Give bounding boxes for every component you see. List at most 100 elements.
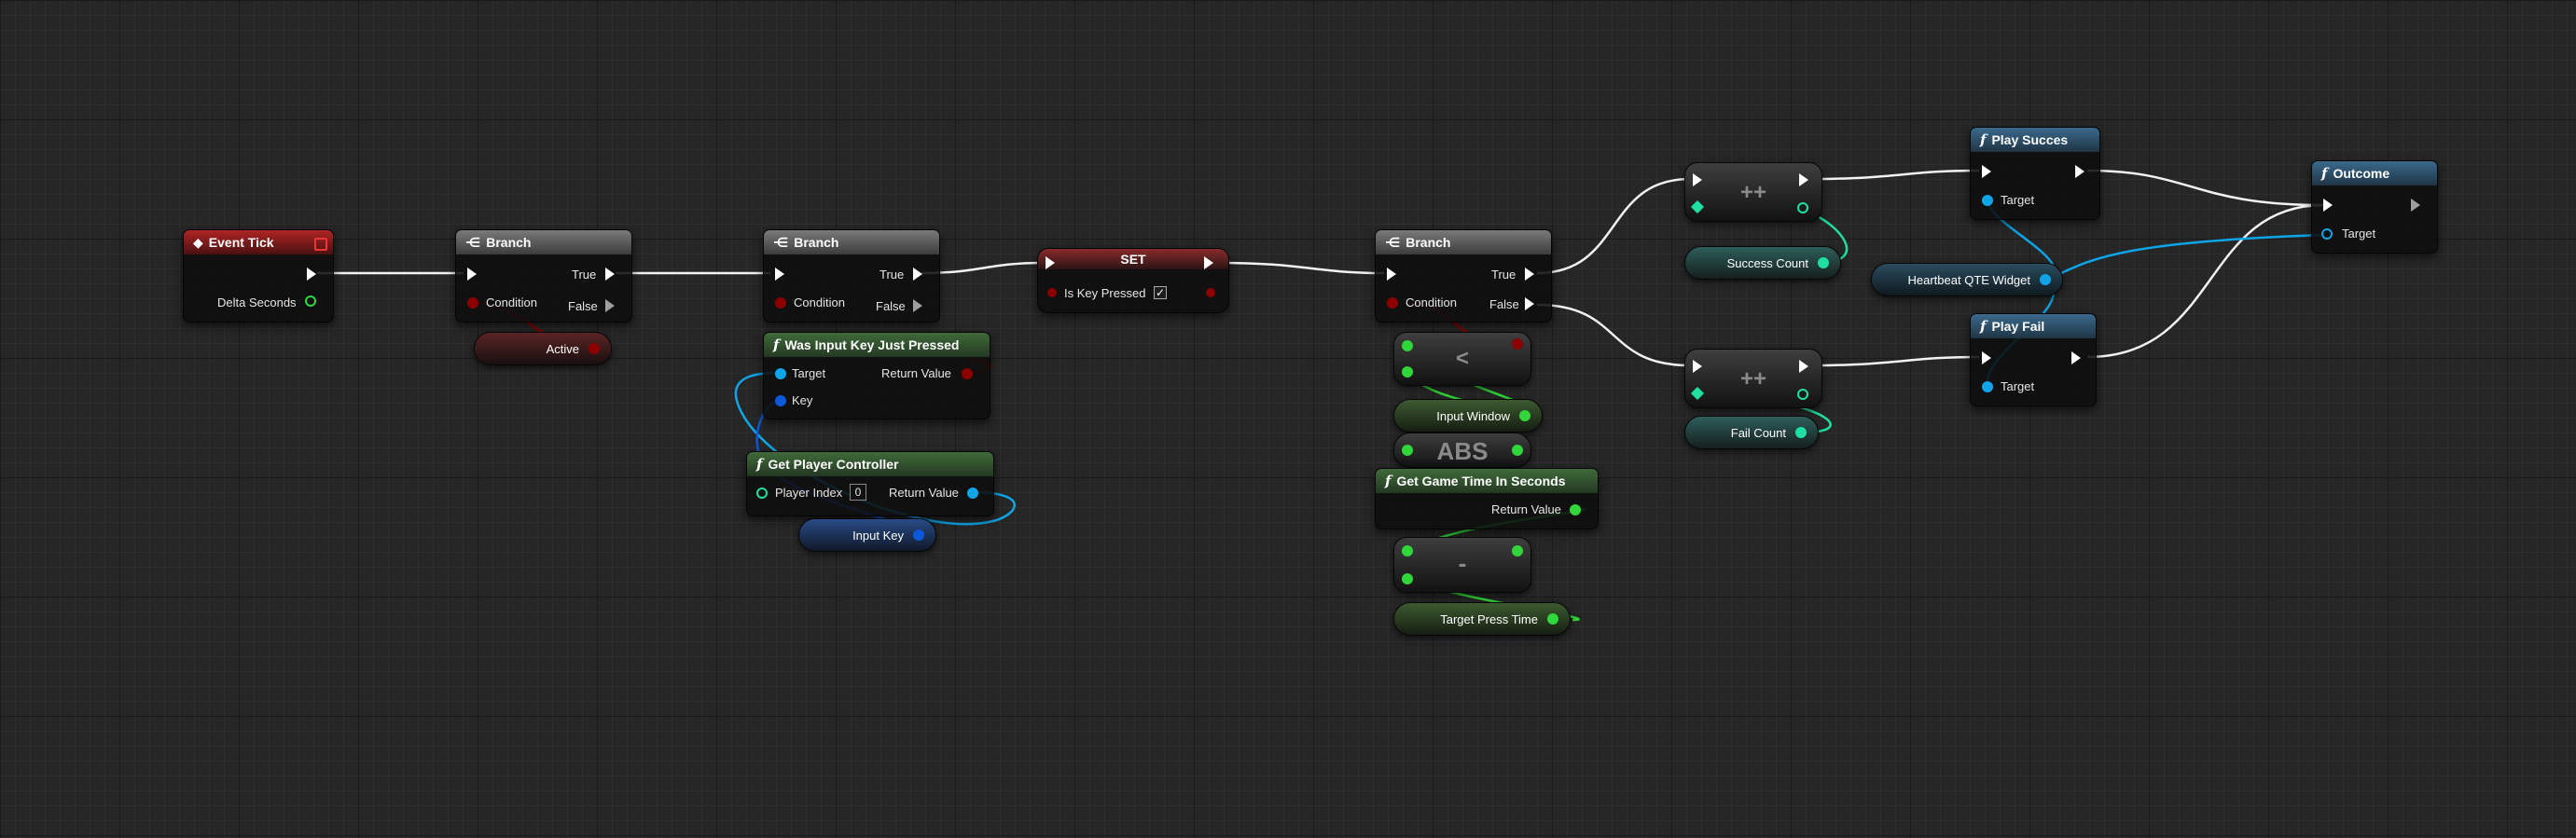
exec-out-pin[interactable] — [2071, 351, 2081, 364]
active-variable-node[interactable]: Active — [474, 332, 612, 365]
was-input-key-just-pressed-node[interactable]: f Was Input Key Just Pressed Target Retu… — [763, 332, 990, 419]
target-label: Target — [792, 366, 826, 380]
exec-out-pin[interactable] — [1799, 173, 1808, 186]
branch-node-2[interactable]: ⋲ Branch True Condition False — [763, 229, 940, 323]
exec-in-pin[interactable] — [1693, 173, 1702, 186]
function-header[interactable]: f Get Game Time In Seconds — [1376, 469, 1598, 493]
false-exec-pin[interactable] — [605, 299, 615, 312]
condition-pin[interactable] — [775, 297, 786, 309]
function-header[interactable]: f Get Player Controller — [747, 452, 993, 476]
success-count-variable-node[interactable]: Success Count — [1684, 246, 1841, 280]
branch-header[interactable]: ⋲ Branch — [1376, 230, 1551, 254]
is-key-pressed-checkbox[interactable]: ✓ — [1154, 286, 1167, 299]
target-pin[interactable] — [1982, 195, 1993, 206]
input-key-variable-node[interactable]: Input Key — [798, 518, 936, 552]
get-player-controller-node[interactable]: f Get Player Controller Player Index 0 R… — [746, 451, 994, 516]
play-fail-node[interactable]: f Play Fail Target — [1970, 313, 2097, 406]
exec-out-pin[interactable] — [1204, 256, 1213, 269]
delegate-pin-icon[interactable] — [314, 238, 327, 251]
increment-out-pin[interactable] — [1797, 202, 1808, 213]
play-succes-node[interactable]: f Play Succes Target — [1970, 127, 2100, 220]
target-pin[interactable] — [2321, 228, 2333, 240]
true-exec-pin[interactable] — [913, 268, 922, 281]
branch-node-1[interactable]: ⋲ Branch True Condition False — [455, 229, 632, 323]
player-index-pin[interactable] — [756, 488, 768, 499]
key-pin[interactable] — [775, 395, 786, 406]
exec-wire — [1536, 303, 1691, 367]
condition-pin[interactable] — [1387, 297, 1398, 309]
abs-in-pin[interactable] — [1402, 445, 1413, 456]
return-value-pin[interactable] — [967, 488, 978, 499]
get-game-time-node[interactable]: f Get Game Time In Seconds Return Value — [1375, 468, 1599, 529]
set-header[interactable]: SET — [1038, 249, 1228, 269]
is-key-pressed-out-pin[interactable] — [1206, 288, 1215, 297]
get-pc-title: Get Player Controller — [768, 457, 899, 472]
return-value-pin[interactable] — [962, 368, 973, 379]
event-tick-header[interactable]: ◆ Event Tick — [184, 230, 333, 254]
exec-in-pin[interactable] — [1387, 268, 1396, 281]
exec-out-pin[interactable] — [2075, 165, 2084, 178]
subtract-out-pin[interactable] — [1512, 545, 1523, 556]
subtract-node[interactable]: - — [1393, 537, 1531, 593]
exec-wire — [2086, 203, 2325, 359]
success-count-out-pin[interactable] — [1818, 257, 1829, 268]
abs-out-pin[interactable] — [1512, 445, 1523, 456]
fail-count-variable-node[interactable]: Fail Count — [1684, 416, 1819, 449]
exec-in-pin[interactable] — [1693, 360, 1702, 373]
exec-in-pin[interactable] — [1046, 256, 1055, 269]
is-key-pressed-in-pin[interactable] — [1047, 288, 1057, 297]
function-header[interactable]: f Outcome — [2312, 161, 2437, 185]
exec-in-pin[interactable] — [775, 268, 784, 281]
increment-fail-node[interactable]: ++ — [1684, 349, 1822, 408]
outcome-node[interactable]: f Outcome Target — [2311, 160, 2438, 254]
heartbeat-out-pin[interactable] — [2040, 274, 2051, 285]
function-header[interactable]: f Was Input Key Just Pressed — [764, 333, 990, 357]
subtract-b-pin[interactable] — [1402, 573, 1413, 584]
abs-node[interactable]: ABS — [1393, 433, 1531, 468]
increment-success-node[interactable]: ++ — [1684, 162, 1822, 222]
return-value-pin[interactable] — [1570, 504, 1581, 515]
exec-out-pin[interactable] — [1799, 360, 1808, 373]
branch-header[interactable]: ⋲ Branch — [456, 230, 631, 254]
target-pin[interactable] — [775, 368, 786, 379]
play-succes-title: Play Succes — [1991, 132, 2069, 147]
branch-node-3[interactable]: ⋲ Branch True Condition False — [1375, 229, 1552, 323]
player-index-input[interactable]: 0 — [850, 484, 866, 501]
condition-pin[interactable] — [467, 297, 478, 309]
event-tick-node[interactable]: ◆ Event Tick Delta Seconds — [183, 229, 334, 323]
true-exec-pin[interactable] — [1525, 268, 1534, 281]
less-than-node[interactable]: < — [1393, 332, 1531, 386]
exec-in-pin[interactable] — [1982, 165, 1991, 178]
branch-header[interactable]: ⋲ Branch — [764, 230, 939, 254]
function-header[interactable]: f Play Succes — [1971, 128, 2099, 152]
branch-title: Branch — [1406, 235, 1451, 250]
true-exec-pin[interactable] — [605, 268, 615, 281]
less-out-pin[interactable] — [1512, 338, 1523, 350]
false-exec-pin[interactable] — [913, 299, 922, 312]
input-window-variable-node[interactable]: Input Window — [1393, 399, 1543, 433]
target-press-time-variable-node[interactable]: Target Press Time — [1393, 602, 1571, 636]
fail-count-out-pin[interactable] — [1795, 427, 1807, 438]
heartbeat-qte-widget-variable-node[interactable]: Heartbeat QTE Widget — [1871, 263, 2063, 296]
target-press-time-out-pin[interactable] — [1547, 613, 1558, 625]
increment-out-pin[interactable] — [1797, 389, 1808, 400]
false-label: False — [568, 299, 598, 313]
less-b-pin[interactable] — [1402, 366, 1413, 378]
active-out-pin[interactable] — [589, 343, 600, 354]
input-window-out-pin[interactable] — [1519, 410, 1530, 421]
target-pin[interactable] — [1982, 381, 1993, 392]
function-icon: f — [2321, 165, 2328, 182]
exec-in-pin[interactable] — [1982, 351, 1991, 364]
function-header[interactable]: f Play Fail — [1971, 314, 2096, 338]
exec-out-pin[interactable] — [307, 268, 316, 281]
subtract-a-pin[interactable] — [1402, 545, 1413, 556]
input-key-out-pin[interactable] — [913, 529, 924, 541]
exec-in-pin[interactable] — [467, 268, 477, 281]
exec-out-pin[interactable] — [2411, 199, 2420, 212]
exec-in-pin[interactable] — [2323, 199, 2333, 212]
condition-label: Condition — [486, 295, 537, 309]
less-a-pin[interactable] — [1402, 340, 1413, 351]
false-exec-pin[interactable] — [1525, 297, 1534, 310]
set-is-key-pressed-node[interactable]: SET Is Key Pressed ✓ — [1037, 248, 1229, 313]
delta-seconds-pin[interactable] — [305, 295, 316, 307]
